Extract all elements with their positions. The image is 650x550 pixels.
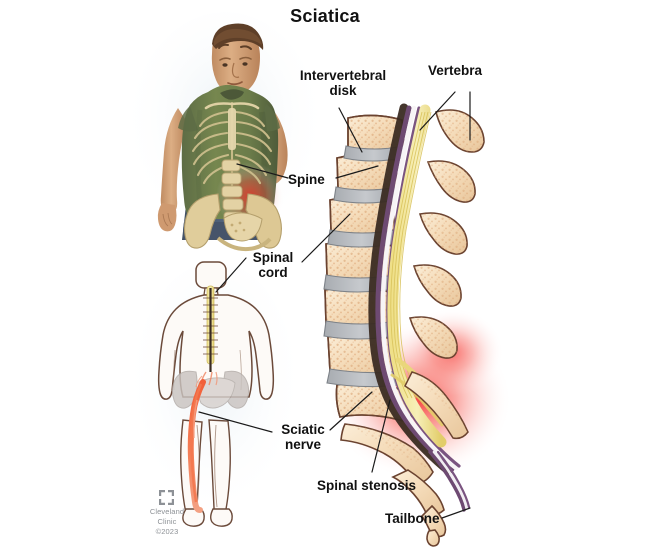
leader-lines — [198, 91, 471, 519]
label-sciatic-nerve: Sciatic nerve — [281, 422, 325, 453]
label-vertebra: Vertebra — [428, 63, 483, 78]
label-intervertebral-disk: Intervertebral disk — [299, 68, 387, 99]
label-spinal-stenosis: Spinal stenosis — [317, 478, 417, 493]
figure-title: Sciatica — [290, 6, 360, 26]
posterior-pelvis — [171, 370, 250, 409]
cleveland-clinic-logo-icon — [159, 490, 174, 505]
label-spine: Spine — [288, 172, 325, 187]
credit-organization-line2: Clinic — [157, 517, 177, 526]
illustration-spine-cross-section — [323, 103, 512, 547]
torso-lumbar-spine — [221, 159, 244, 223]
credit-organization-line1: Cleveland — [149, 507, 185, 516]
label-spinal-cord: Spinal cord — [252, 250, 294, 281]
illustration-torso — [157, 23, 288, 252]
torso-pelvis — [183, 193, 283, 252]
illustration-posterior-body — [157, 261, 275, 527]
credit-copyright: ©2023 — [155, 527, 179, 536]
label-tailbone: Tailbone — [385, 511, 440, 526]
